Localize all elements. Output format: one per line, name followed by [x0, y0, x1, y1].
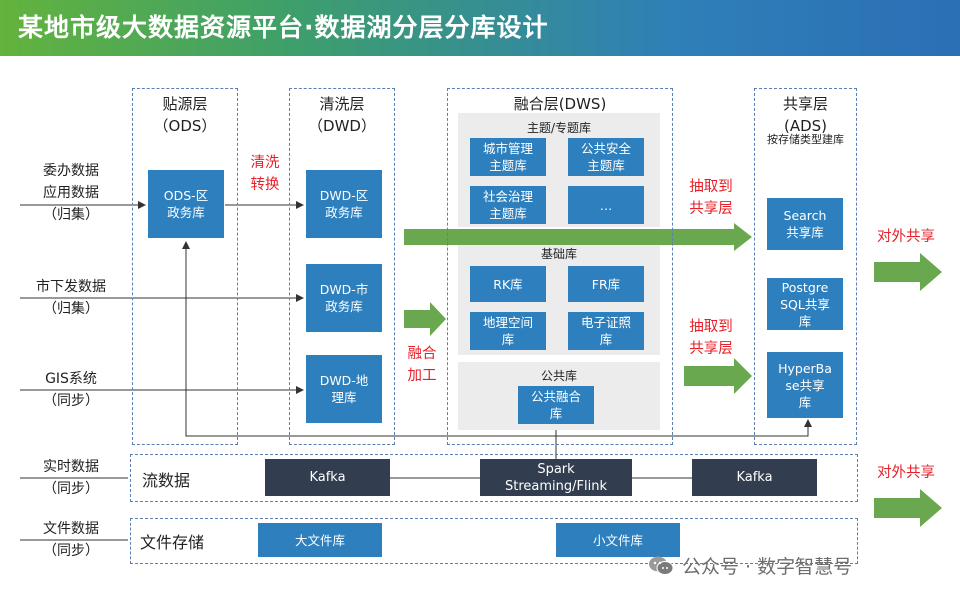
source-5-label: 文件数据 （同步） [43, 521, 99, 559]
ads-subtitle: (ADS) [783, 117, 828, 135]
hyperbase-share-box: HyperBa se共享 库 [767, 352, 843, 418]
dwd-column-frame [289, 88, 395, 445]
fuse-green-arrow [404, 302, 446, 336]
dwd-district-box: DWD-区 政务库 [306, 170, 382, 238]
wechat-icon [648, 555, 674, 577]
public-fusion-lib-box: 公共融合 库 [518, 386, 594, 424]
ods-subtitle: （ODS） [153, 117, 217, 135]
big-file-lib-box: 大文件库 [258, 523, 382, 557]
kafka-box-2: Kafka [692, 459, 817, 496]
ods-district-box: ODS-区 政务库 [148, 170, 224, 238]
ads-column-frame [754, 88, 857, 445]
watermark: 公众号 · 数字智慧号 [648, 552, 852, 579]
postgresql-share-box: Postgre SQL共享 库 [767, 278, 843, 330]
source-3-label: GIS系统 （同步） [43, 371, 99, 409]
dwd-city-box: DWD-市 政务库 [306, 264, 382, 332]
dws-column-frame [447, 88, 673, 445]
dwd-geo-box: DWD-地 理库 [306, 355, 382, 423]
dwd-title: 清洗层 [319, 95, 365, 113]
source-2-label: 市下发数据 （归集） [36, 279, 106, 317]
share-green-arrow-2 [874, 489, 942, 527]
geo-spatial-lib-box: 地理空间 库 [470, 312, 546, 350]
stream-data-label: 流数据 [142, 471, 191, 490]
header-banner: 某地市级大数据资源平台·数据湖分层分库设计 [0, 0, 960, 56]
dwd-subtitle: （DWD） [308, 117, 376, 135]
spark-flink-box: Spark Streaming/Flink [480, 459, 632, 496]
big-green-arrow [404, 223, 752, 251]
fr-lib-box: FR库 [568, 266, 644, 302]
file-storage-label: 文件存储 [140, 533, 205, 552]
dws-title: 融合层(DWS) [513, 95, 607, 113]
ads-title: 共享层 [782, 95, 828, 113]
extract-label-1: 抽取到 共享层 [689, 179, 733, 217]
city-mgmt-topic-box: 城市管理 主题库 [470, 138, 546, 176]
topic-lib-title: 主题/专题库 [526, 121, 592, 135]
e-license-lib-box: 电子证照 库 [568, 312, 644, 350]
public-security-topic-box: 公共安全 主题库 [568, 138, 644, 176]
public-lib-title: 公共库 [540, 369, 577, 383]
public-to-hyperbase-line [556, 419, 812, 437]
base-lib-title: 基础库 [540, 247, 577, 261]
more-topic-box: … [568, 186, 644, 224]
share-green-arrow-1 [874, 253, 942, 291]
source-4-label: 实时数据 （同步） [43, 459, 99, 497]
stream-row-frame [130, 454, 858, 502]
kafka-box-1: Kafka [265, 459, 390, 496]
extract-label-2: 抽取到 共享层 [689, 319, 733, 357]
ods-column-frame [132, 88, 238, 445]
extract-green-arrow [684, 358, 752, 394]
small-file-lib-box: 小文件库 [556, 523, 680, 557]
page-title: 某地市级大数据资源平台·数据湖分层分库设计 [18, 13, 549, 42]
share-label-2: 对外共享 [877, 465, 935, 481]
search-share-box: Search 共享库 [767, 198, 843, 250]
ads-note: 按存储类型建库 [767, 133, 844, 146]
clean-transform-label: 清洗 转换 [250, 155, 280, 193]
rk-lib-box: RK库 [470, 266, 546, 302]
social-governance-topic-box: 社会治理 主题库 [470, 186, 546, 224]
source-1-label: 委办数据 应用数据 （归集） [43, 163, 99, 223]
fuse-process-label: 融合 加工 [407, 346, 437, 384]
share-label-1: 对外共享 [877, 229, 935, 245]
watermark-text: 公众号 · 数字智慧号 [682, 556, 853, 578]
ods-title: 贴源层 [162, 95, 208, 113]
file-row-frame [130, 518, 858, 564]
